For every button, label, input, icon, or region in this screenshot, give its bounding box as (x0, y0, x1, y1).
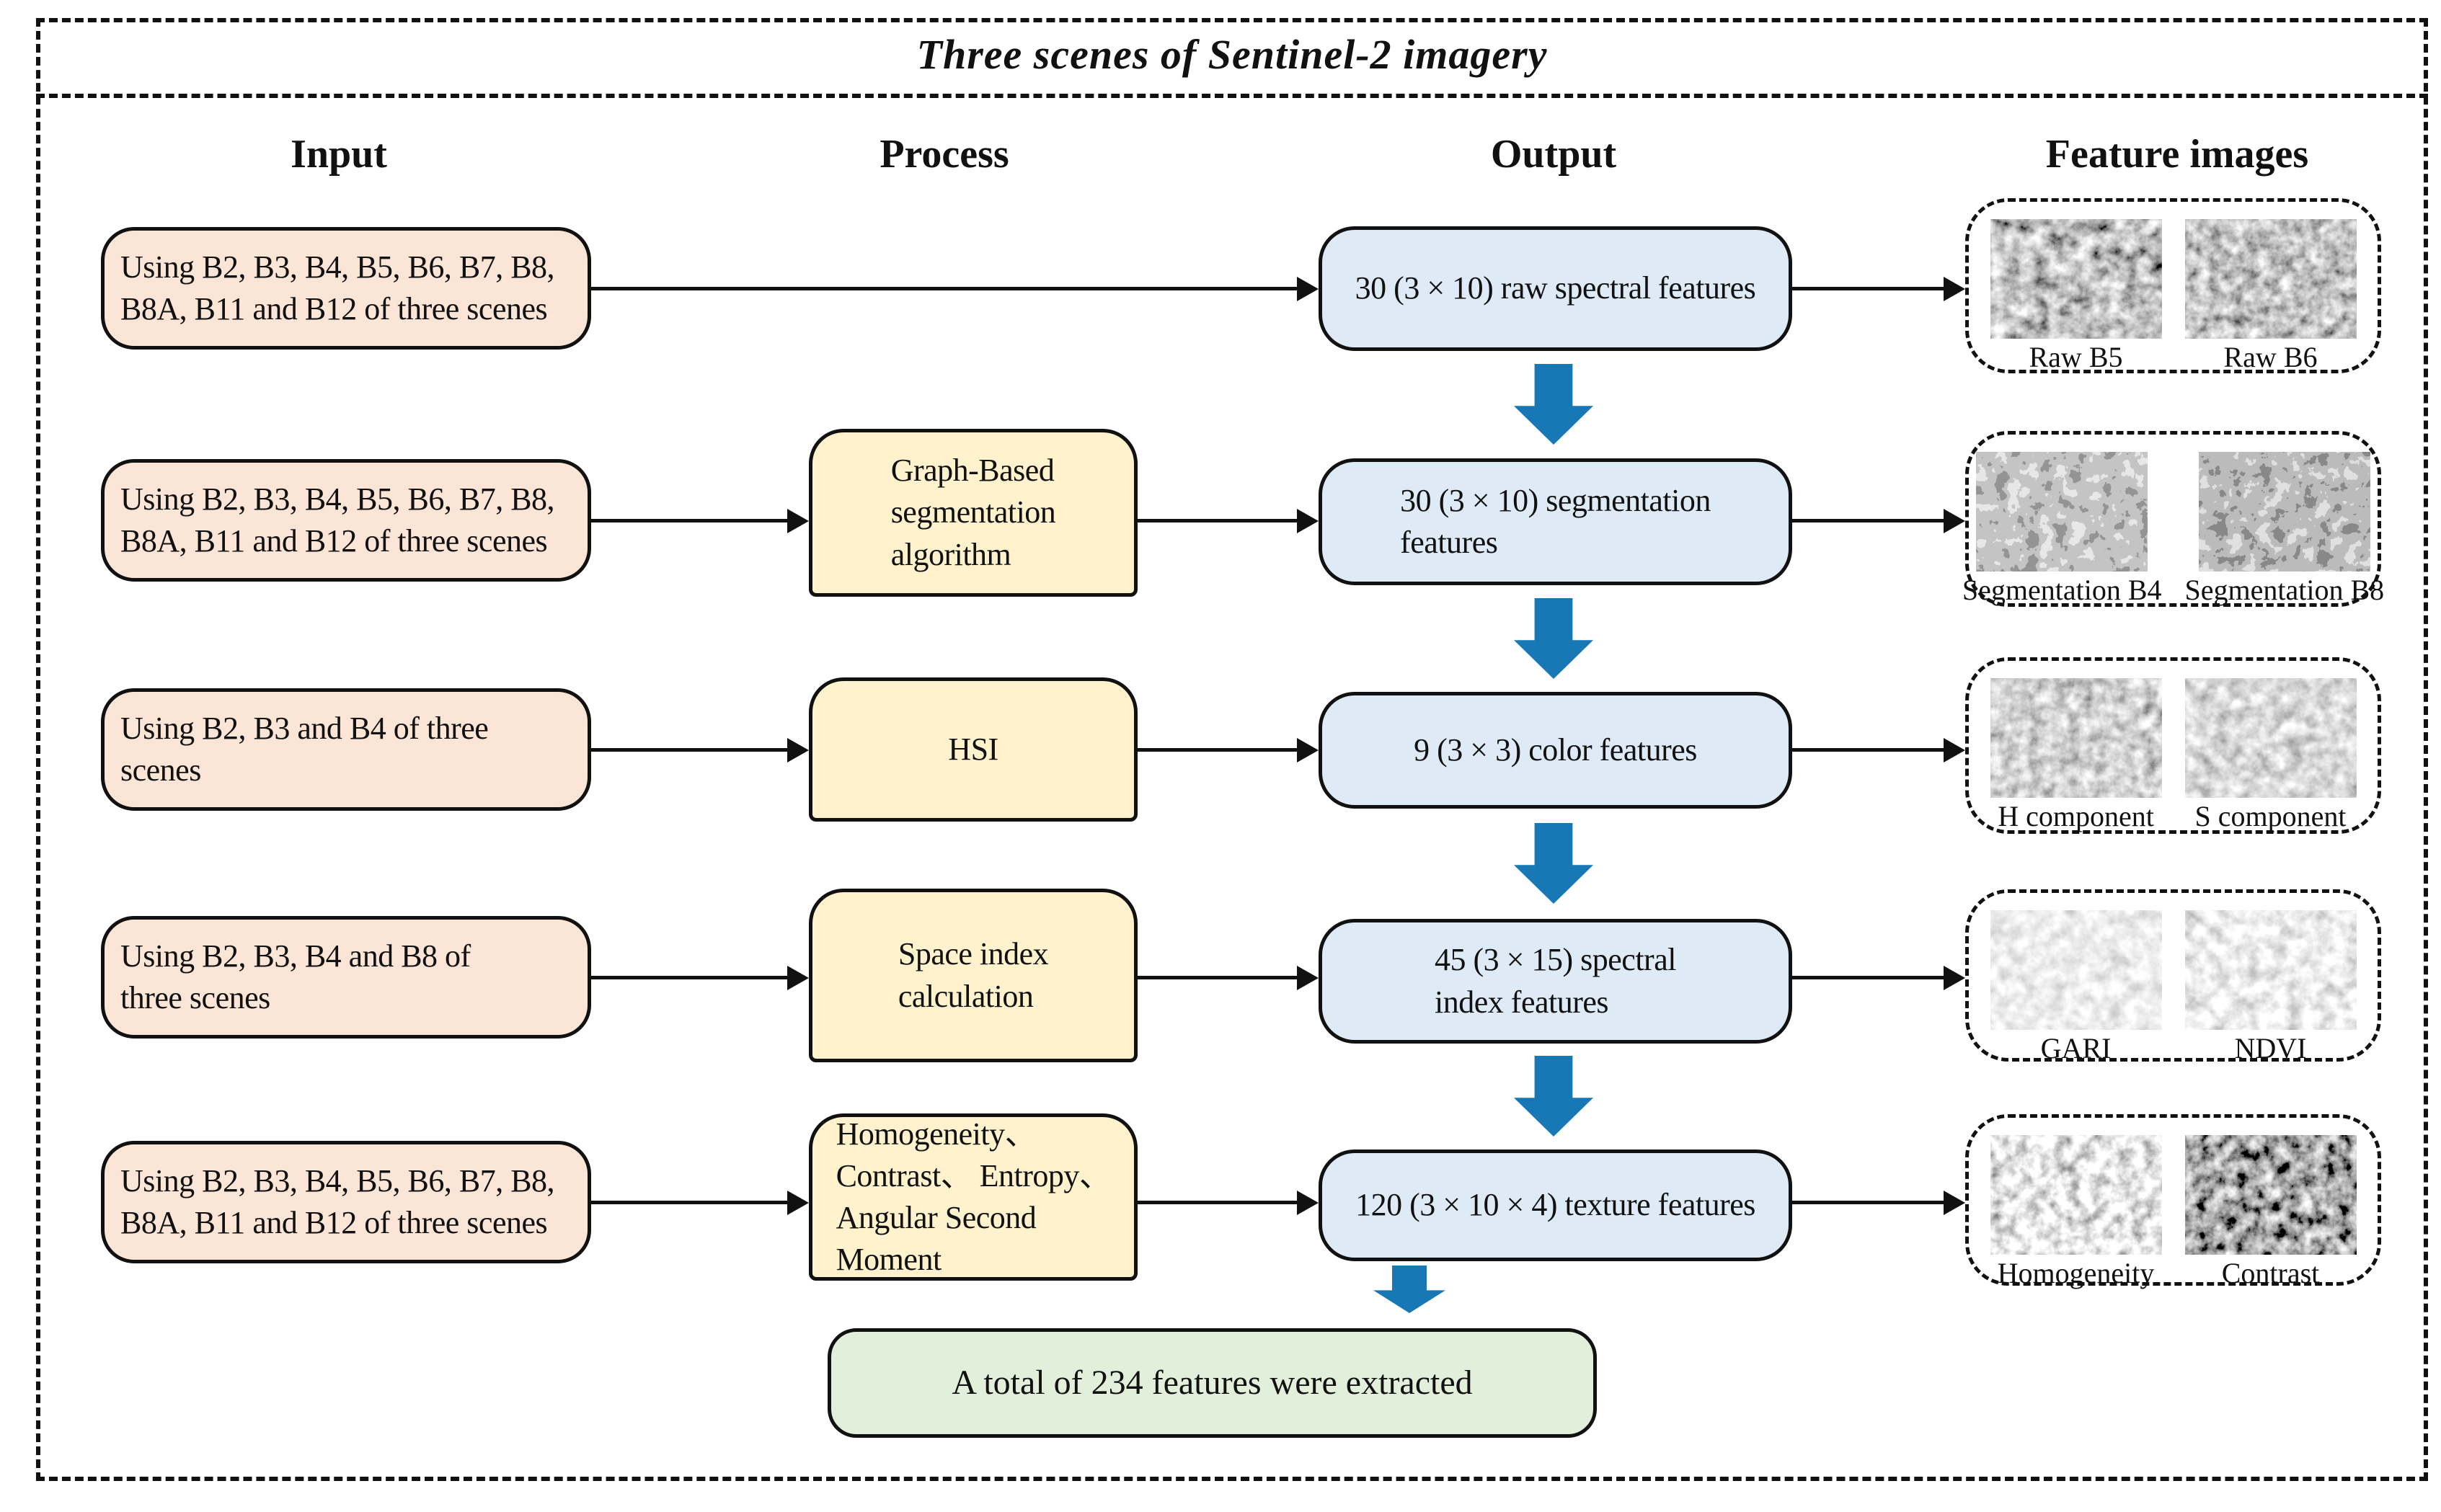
arrowhead-icon (1297, 509, 1319, 533)
total-features-node: A total of 234 features were extracted (828, 1328, 1597, 1438)
feature-thumbnail-s-component-image (2184, 678, 2357, 798)
output-text-row2: 30 (3 × 10) segmentation features (1400, 482, 1711, 560)
feature-label: Contrast (2221, 1257, 2320, 1289)
connector-line (1138, 748, 1297, 752)
feature-label: GARI (2040, 1032, 2112, 1064)
feature-figure: Contrast (2184, 1135, 2357, 1289)
input-node-row2: Using B2, B3, B4, B5, B6, B7, B8, B8A, B… (101, 459, 591, 582)
feature-figure: Raw B5 (1990, 219, 2162, 373)
output-node-row3: 9 (3 × 3) color features (1319, 692, 1792, 809)
column-header-process: Process (880, 132, 1009, 177)
connector-line (1792, 519, 1944, 522)
feature-label: H component (1998, 800, 2154, 832)
outer-dashed-frame (36, 18, 2428, 1481)
connector-line (1138, 519, 1297, 522)
arrowhead-icon (1944, 1191, 1965, 1215)
output-node-row2: 30 (3 × 10) segmentation features (1319, 458, 1792, 585)
output-text-row5: 120 (3 × 10 × 4) texture features (1355, 1187, 1755, 1223)
arrowhead-icon (1944, 509, 1965, 533)
input-node-row4: Using B2, B3, B4 and B8 of three scenes (101, 916, 591, 1039)
column-header-output: Output (1490, 132, 1617, 177)
column-header-feature-images: Feature images (2045, 132, 2309, 177)
output-text-row3: 9 (3 × 3) color features (1414, 731, 1697, 768)
feature-box-row2: Segmentation B4 Segmentation B8 (1962, 431, 2384, 607)
arrowhead-icon (1297, 1191, 1319, 1215)
feature-label: Segmentation B8 (2184, 574, 2385, 606)
arrowhead-icon (787, 509, 809, 533)
input-node-row1: Using B2, B3, B4, B5, B6, B7, B8, B8A, B… (101, 227, 591, 350)
connector-line (591, 287, 1297, 290)
connector-line (1138, 1201, 1297, 1204)
feature-figure: Raw B6 (2184, 219, 2357, 373)
output-node-row4: 45 (3 × 15) spectral index features (1319, 919, 1792, 1044)
feature-thumbnail-segmentation-b4-image (1976, 452, 2148, 572)
input-node-row5: Using B2, B3, B4, B5, B6, B7, B8, B8A, B… (101, 1141, 591, 1263)
process-text-row2: Graph-Based segmentation algorithm (890, 453, 1056, 572)
arrowhead-icon (1297, 277, 1319, 301)
feature-thumbnail-raw-b6-image (2184, 219, 2357, 339)
feature-thumbnail-ndvi-image (2184, 910, 2357, 1030)
process-text-row4: Space index calculation (898, 936, 1049, 1014)
connector-line (1792, 976, 1944, 979)
connector-line (1792, 1201, 1944, 1204)
connector-line (591, 748, 787, 752)
output-text-row1: 30 (3 × 10) raw spectral features (1355, 270, 1756, 306)
feature-figure: Homogeneity (1990, 1135, 2162, 1289)
output-text-row4: 45 (3 × 15) spectral index features (1435, 942, 1676, 1020)
arrowhead-icon (1944, 966, 1965, 990)
output-node-row5: 120 (3 × 10 × 4) texture features (1319, 1149, 1792, 1261)
feature-box-row1: Raw B5 Raw B6 (1965, 198, 2381, 373)
feature-label: S component (2194, 800, 2347, 832)
title-divider-line (36, 94, 2428, 98)
feature-thumbnail-raw-b5-image (1990, 219, 2162, 339)
feature-thumbnail-homogeneity-image (1990, 1135, 2162, 1255)
connector-line (591, 976, 787, 979)
connector-line (1138, 976, 1297, 979)
feature-label: Raw B5 (2029, 341, 2123, 373)
feature-thumbnail-gari-image (1990, 910, 2162, 1030)
feature-label: NDVI (2234, 1032, 2307, 1064)
process-node-row5: Homogeneity、 Contrast、 Entropy、 Angular … (809, 1113, 1138, 1281)
arrowhead-icon (1944, 277, 1965, 301)
feature-figure: GARI (1990, 910, 2162, 1064)
arrowhead-icon (787, 1191, 809, 1215)
diagram-title: Three scenes of Sentinel-2 imagery (916, 31, 1548, 78)
feature-figure: Segmentation B8 (2184, 452, 2385, 606)
feature-thumbnail-segmentation-b8-image (2198, 452, 2370, 572)
arrowhead-icon (1944, 738, 1965, 762)
arrowhead-icon (787, 966, 809, 990)
process-node-row2: Graph-Based segmentation algorithm (809, 429, 1138, 597)
column-header-input: Input (291, 132, 387, 177)
feature-box-row4: GARI NDVI (1965, 889, 2381, 1064)
arrowhead-icon (1297, 738, 1319, 762)
process-node-row3: HSI (809, 677, 1138, 822)
input-node-row3: Using B2, B3 and B4 of three scenes (101, 688, 591, 811)
feature-figure: S component (2184, 678, 2357, 832)
output-node-row1: 30 (3 × 10) raw spectral features (1319, 226, 1792, 351)
feature-thumbnail-contrast-image (2184, 1135, 2357, 1255)
feature-figure: NDVI (2184, 910, 2357, 1064)
connector-line (591, 1201, 787, 1204)
connector-line (1792, 748, 1944, 752)
feature-box-row3: H component S component (1965, 657, 2381, 834)
connector-line (1792, 287, 1944, 290)
process-node-row4: Space index calculation (809, 889, 1138, 1062)
arrowhead-icon (787, 738, 809, 762)
feature-label: Raw B6 (2223, 341, 2318, 373)
feature-figure: H component (1990, 678, 2162, 832)
process-text-row5: Homogeneity、 Contrast、 Entropy、 Angular … (836, 1116, 1111, 1278)
connector-line (591, 519, 787, 522)
feature-box-row5: Homogeneity Contrast (1965, 1114, 2381, 1289)
feature-label: Homogeneity (1997, 1257, 2155, 1289)
arrowhead-icon (1297, 966, 1319, 990)
feature-label: Segmentation B4 (1962, 574, 2162, 606)
feature-figure: Segmentation B4 (1962, 452, 2162, 606)
feature-thumbnail-h-component-image (1990, 678, 2162, 798)
process-text-row3: HSI (948, 731, 998, 767)
